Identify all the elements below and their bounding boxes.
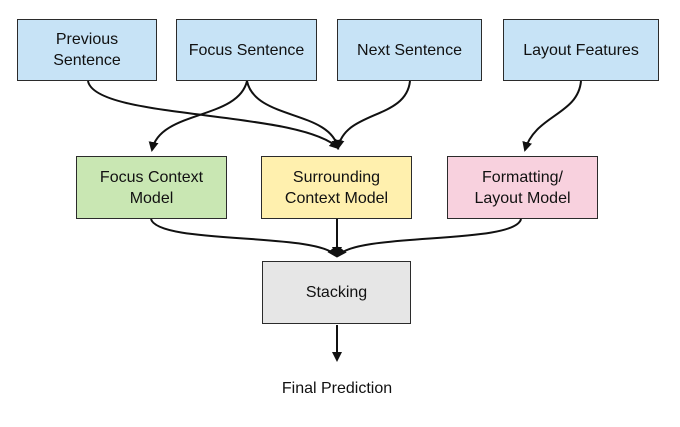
edge-formatting-to-stacking (336, 218, 522, 258)
formatting-layout-model-label: Formatting/ Layout Model (474, 168, 571, 207)
stacking-box: Stacking (262, 261, 411, 324)
previous-sentence-label: Previous Sentence (53, 31, 121, 69)
edge-previous-to-surrounding (87, 80, 340, 150)
edge-focus-model-to-stacking (150, 218, 338, 258)
next-sentence-label: Next Sentence (357, 41, 462, 59)
stacking-label: Stacking (305, 284, 368, 301)
layout-features-box: Layout Features (503, 19, 659, 81)
edge-focus-to-surrounding (246, 80, 342, 150)
focus-sentence-label: Focus Sentence (188, 41, 305, 59)
formatting-layout-model-box: Formatting/ Layout Model (447, 156, 598, 219)
focus-context-model-box: Focus Context Model (76, 156, 227, 219)
surrounding-context-model-box: Surrounding Context Model (261, 156, 412, 219)
edge-next-to-surrounding (334, 80, 411, 150)
focus-sentence-box: Focus Sentence (176, 19, 317, 81)
focus-context-model-label: Focus Context Model (99, 168, 204, 207)
edge-layout-to-formatting (522, 80, 582, 152)
final-prediction-label: Final Prediction (281, 380, 393, 397)
layout-features-label: Layout Features (523, 41, 639, 59)
surrounding-context-model-label: Surrounding Context Model (284, 168, 389, 207)
previous-sentence-box: Previous Sentence (17, 19, 157, 81)
edge-focus-to-focus-model (148, 80, 248, 152)
next-sentence-box: Next Sentence (337, 19, 482, 81)
